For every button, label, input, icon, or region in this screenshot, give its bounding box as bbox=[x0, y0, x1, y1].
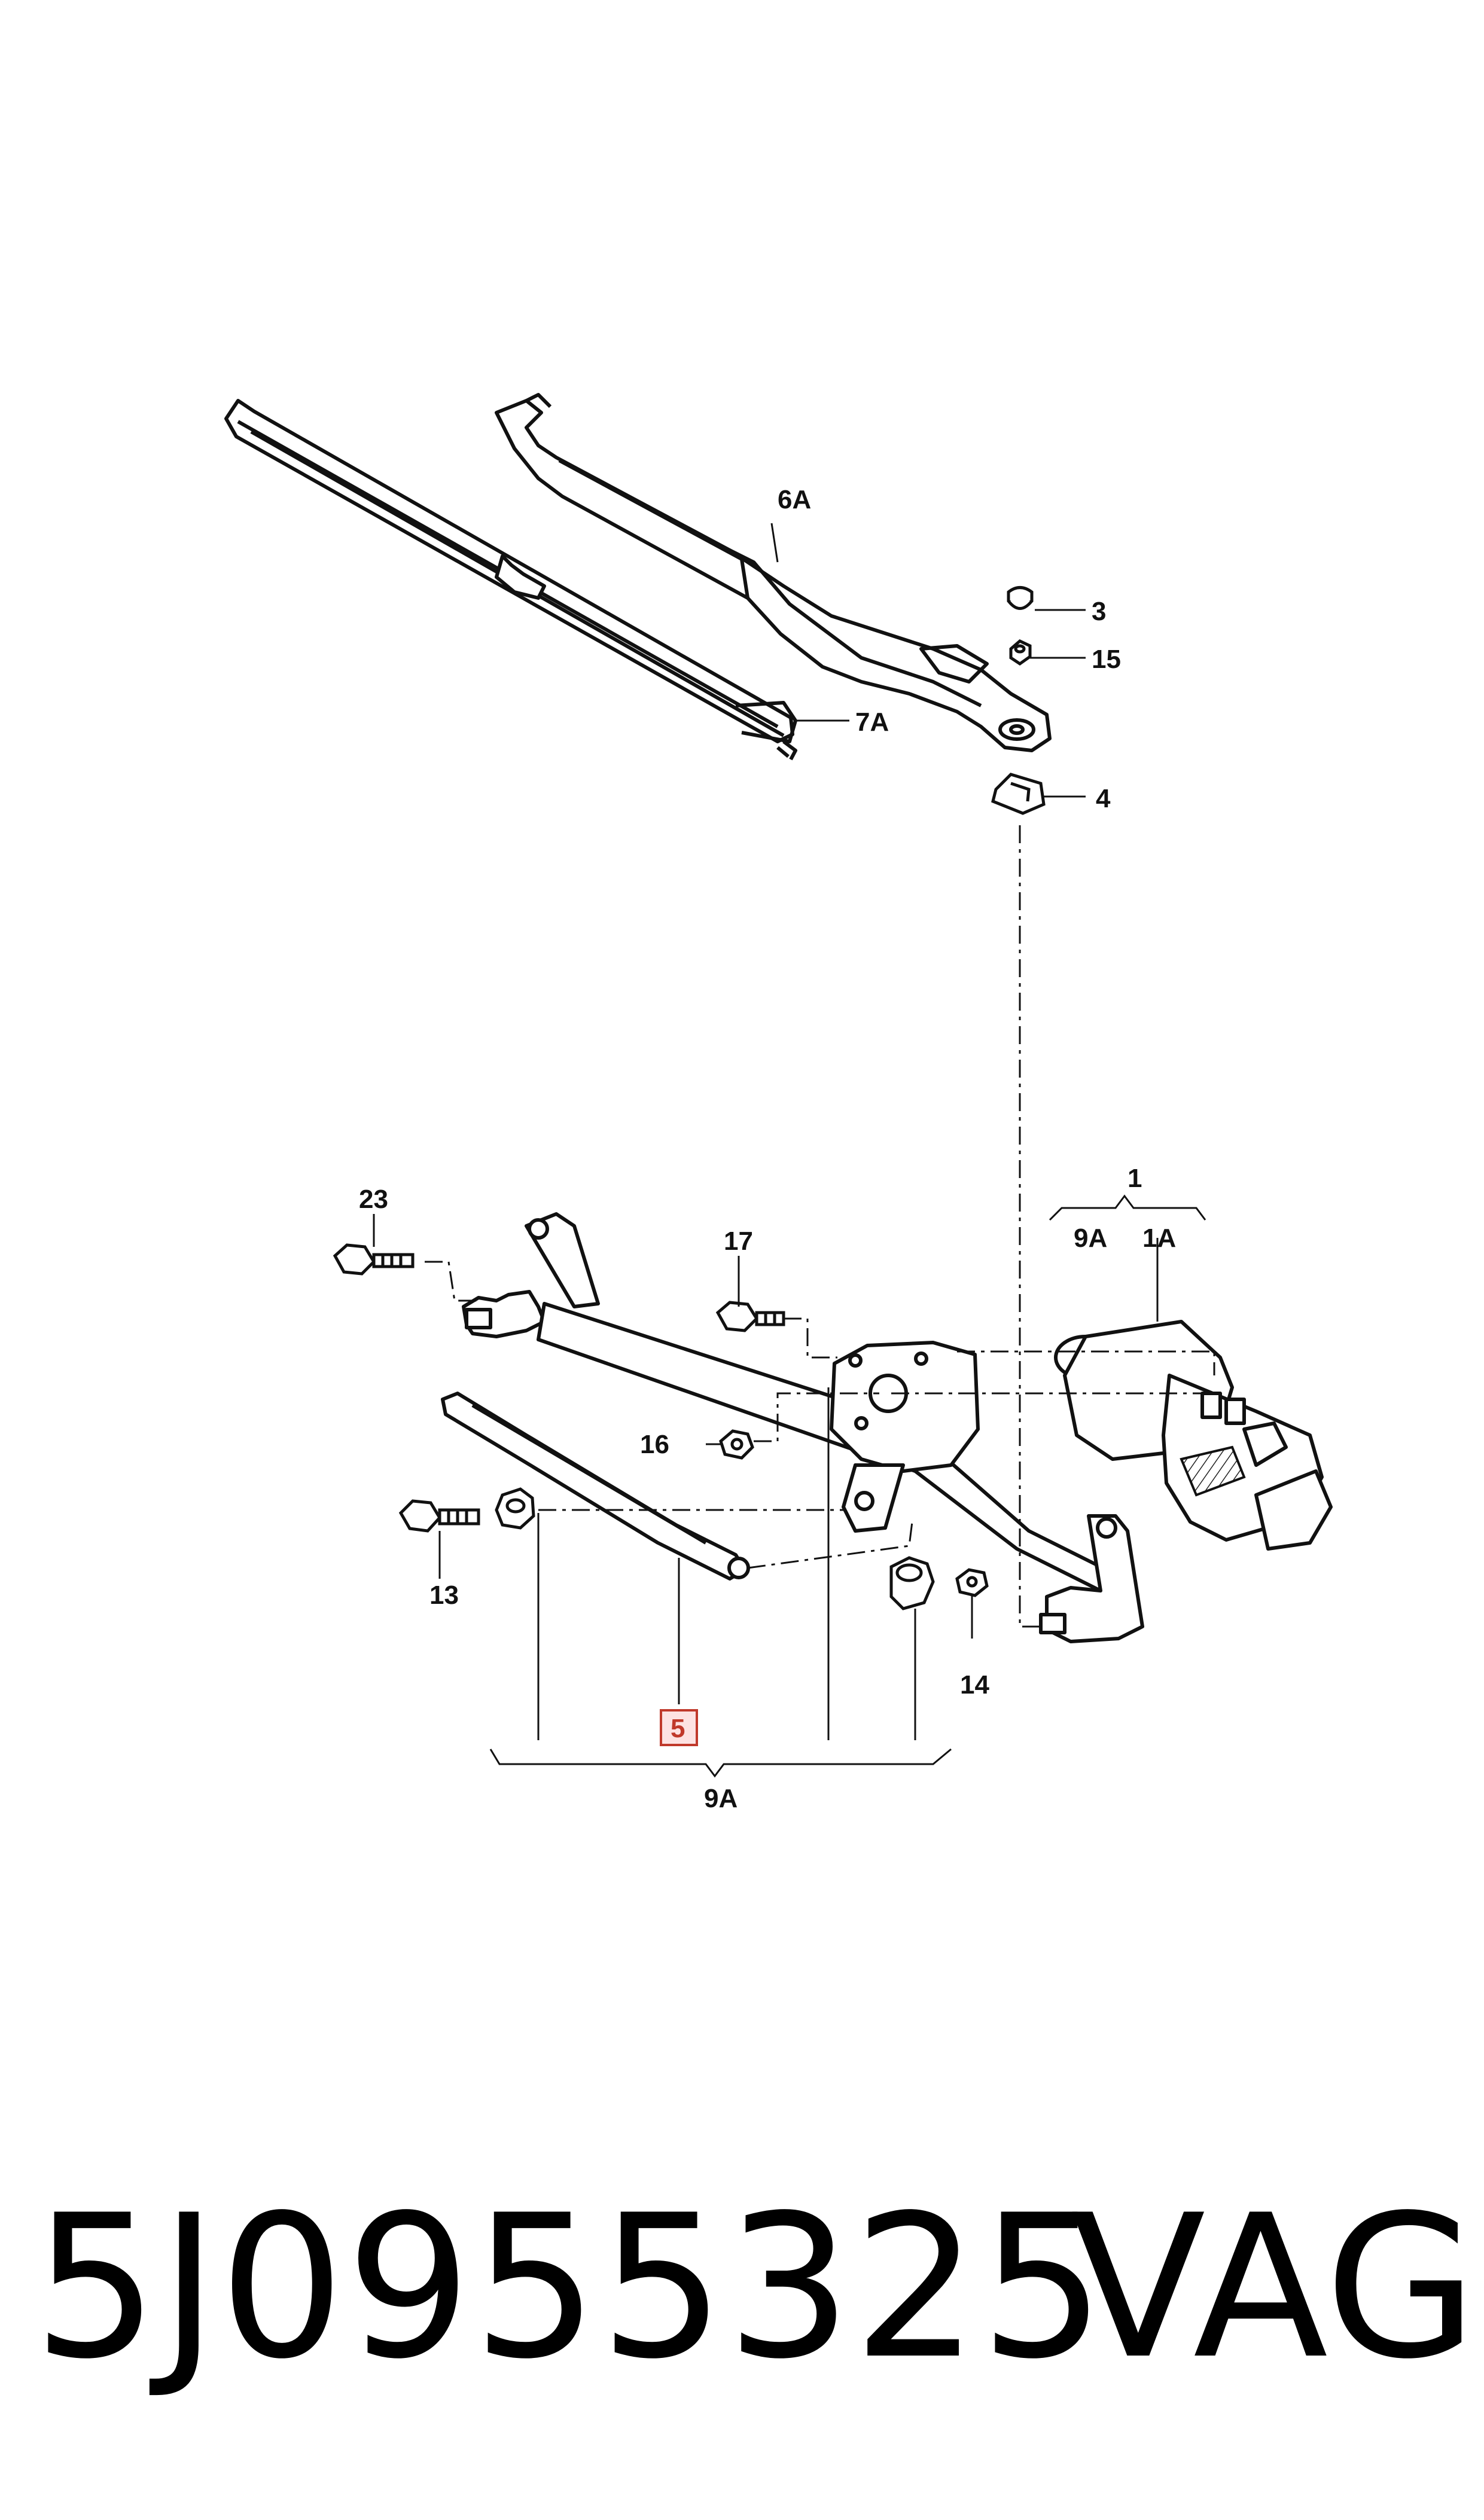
callout-9A-motor: 9A bbox=[1074, 1224, 1107, 1253]
wiper-blade bbox=[224, 399, 797, 761]
nut-16 bbox=[719, 1429, 754, 1460]
callout-9A: 9A bbox=[704, 1784, 738, 1813]
wiper-motor bbox=[1054, 1320, 1333, 1551]
leader-lines bbox=[373, 523, 1206, 1778]
callout-7A: 7A bbox=[855, 707, 889, 737]
wiper-arm bbox=[495, 393, 1052, 752]
nut-14 bbox=[955, 1568, 989, 1597]
bolt-23 bbox=[333, 1243, 415, 1276]
bolt-13 bbox=[398, 1499, 480, 1533]
callout-labels: 1 9A 1A 6A 7A 3 15 4 23 17 16 13 14 9A 5 bbox=[359, 485, 1176, 1813]
callout-1: 1 bbox=[1128, 1164, 1142, 1193]
washer-part-4 bbox=[991, 773, 1046, 815]
callout-4: 4 bbox=[1096, 784, 1111, 813]
callout-5: 5 bbox=[671, 1714, 685, 1743]
motor-connector-hatch bbox=[1180, 1445, 1246, 1497]
nut-part-15 bbox=[1009, 639, 1032, 666]
callout-16: 16 bbox=[640, 1430, 669, 1459]
part-number: 5J0955325 bbox=[33, 2173, 1107, 2402]
brand-name: VAG bbox=[1071, 2173, 1478, 2402]
wiper-linkage bbox=[462, 1212, 1144, 1643]
bushing-left bbox=[495, 1487, 535, 1530]
callout-23: 23 bbox=[359, 1185, 388, 1214]
callout-6A: 6A bbox=[778, 485, 811, 514]
drive-rod-5 bbox=[441, 1392, 750, 1581]
cap-part-3 bbox=[1007, 586, 1034, 610]
callout-1A: 1A bbox=[1142, 1224, 1176, 1253]
callout-3: 3 bbox=[1092, 597, 1106, 626]
bushing-right bbox=[889, 1556, 935, 1610]
callout-5-highlight-box bbox=[660, 1709, 698, 1746]
callout-17: 17 bbox=[724, 1227, 753, 1256]
callout-15: 15 bbox=[1092, 645, 1121, 674]
callout-14: 14 bbox=[960, 1670, 989, 1700]
alignment-lines bbox=[425, 825, 1215, 1628]
callout-13: 13 bbox=[429, 1581, 459, 1610]
bolt-17 bbox=[715, 1301, 785, 1332]
